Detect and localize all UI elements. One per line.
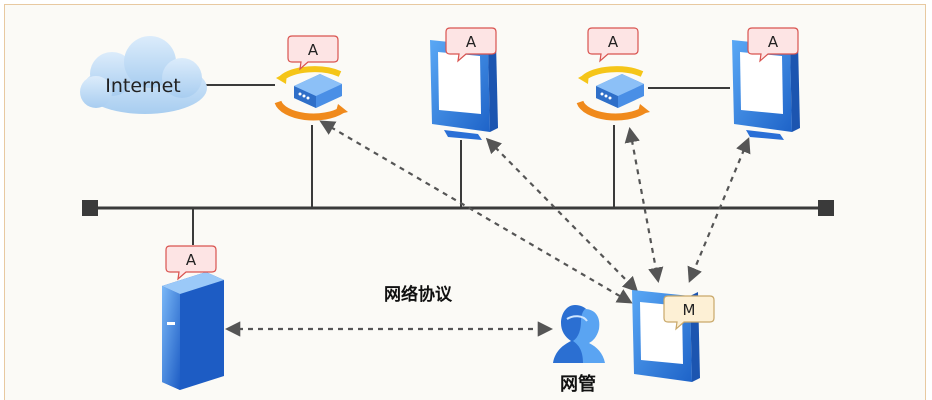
agent-badge-label: A xyxy=(308,41,319,59)
manager-badge-label: M xyxy=(683,301,696,319)
management-arrows xyxy=(224,120,751,337)
agent-badge: A xyxy=(747,27,799,63)
monitor-icon xyxy=(732,40,800,140)
internet-label: Internet xyxy=(105,75,180,97)
bus-terminator-left xyxy=(82,200,98,216)
router-icon xyxy=(274,66,348,121)
agent-badge: A xyxy=(445,27,497,63)
protocol-label: 网络协议 xyxy=(384,284,453,305)
monitor-icon xyxy=(430,40,498,140)
bus-terminator-right xyxy=(818,200,834,216)
internet-cloud-icon xyxy=(80,36,207,114)
agent-badge-label: A xyxy=(608,33,619,51)
agent-badge: A xyxy=(587,27,639,63)
agent-badge-label: A xyxy=(186,251,197,269)
manager-label: 网管 xyxy=(560,373,596,395)
agent-badge: A xyxy=(165,245,217,281)
agent-badge-label: A xyxy=(466,33,477,51)
arrow-monitor-2-manager xyxy=(687,137,751,283)
agent-badge: A xyxy=(287,35,339,71)
manager-badge: M xyxy=(663,295,715,331)
arrow-router-2-manager xyxy=(624,126,664,284)
arrow-router-1-manager xyxy=(319,120,633,304)
router-icon xyxy=(576,66,650,121)
network-manager-icon xyxy=(553,305,605,363)
agent-badge-label: A xyxy=(768,33,779,51)
server-icon xyxy=(162,272,224,390)
